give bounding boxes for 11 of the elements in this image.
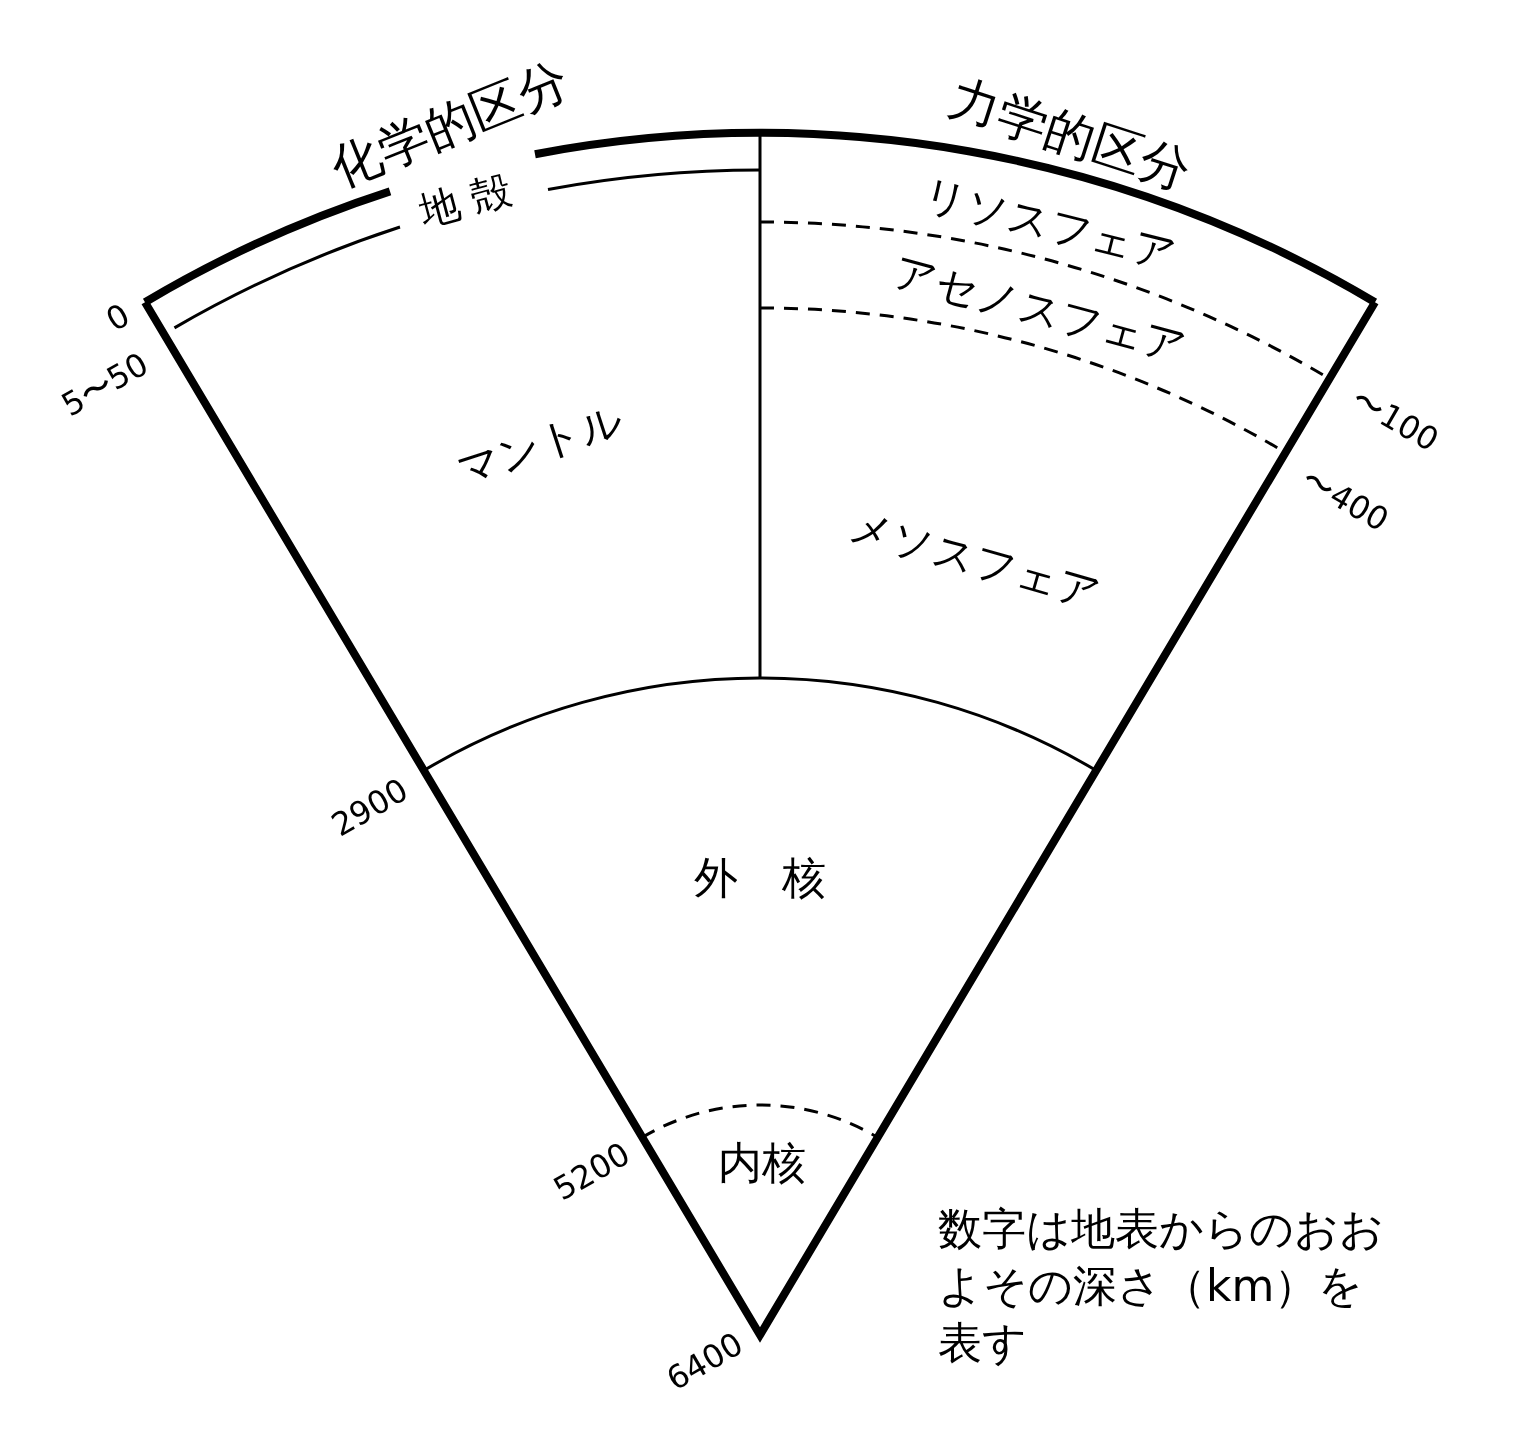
explanatory-note: 数字は地表からのおおよその深さ（km）を表す: [938, 1202, 1385, 1371]
depth-value: 6400: [660, 1326, 750, 1398]
depth-value: 0: [100, 297, 136, 339]
depth-value: 〜100: [1345, 381, 1445, 459]
layer-name: 地 殻: [414, 166, 516, 234]
layer-name: 外 核: [694, 853, 826, 903]
layer-name: メソスフェア: [844, 502, 1106, 618]
depth-value: 〜400: [1295, 461, 1395, 539]
depth-value: 5〜50: [55, 346, 155, 424]
layer-name: 内核: [718, 1138, 806, 1188]
layer-name: マントル: [451, 396, 629, 494]
